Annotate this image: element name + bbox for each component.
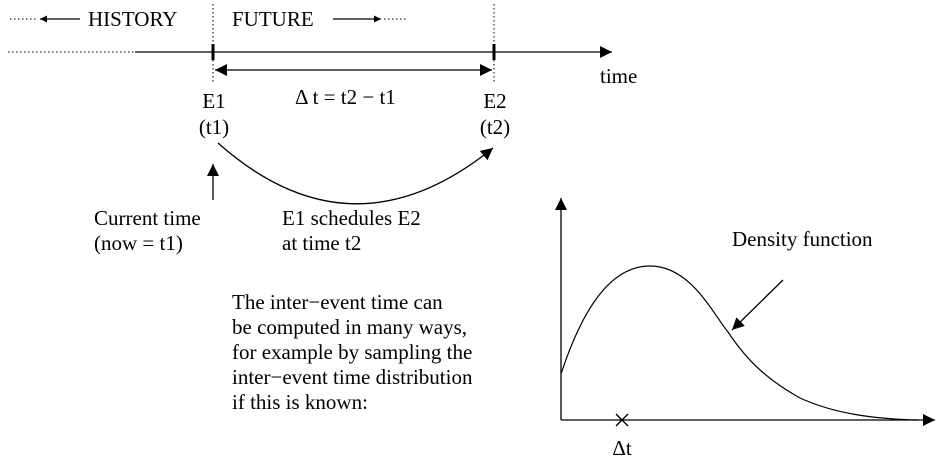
density-function-label: Density function [732,227,873,251]
delta-t-sample-marker [615,413,629,427]
description-line: if this is known: [232,390,368,414]
density-plot: Density function Δt [555,198,935,460]
e1-tick [211,44,215,60]
description-paragraph: The inter−event time can be computed in … [232,290,473,414]
time-axis-label: time [600,64,637,88]
future-label: FUTURE [232,7,314,31]
delta-t-axis-label: Δt [612,436,632,460]
e2-name: E2 [483,89,506,113]
schedule-arc-arrow [217,142,494,205]
current-time-label: Current time [94,206,201,230]
schedules-time: at time t2 [282,231,361,255]
e1-name: E1 [202,89,225,113]
timeline: time Δ t = t2 − t1 E1 (t1) E2 (t2) [8,4,637,205]
description-line: inter−event time distribution [232,365,473,389]
description-line: for example by sampling the [232,340,472,364]
history-future-header: HISTORY FUTURE [10,7,406,31]
delta-t-label: Δ t = t2 − t1 [295,85,396,109]
e1-time: (t1) [199,115,229,139]
description-line: The inter−event time can [232,290,443,314]
current-time-value: (now = t1) [94,231,183,255]
density-pointer-arrow [731,279,784,331]
history-label: HISTORY [88,7,177,31]
e2-time: (t2) [480,115,510,139]
description-line: be computed in many ways, [232,315,467,339]
schedules-label: E1 schedules E2 [282,206,421,230]
density-curve [560,265,919,421]
e2-tick [492,44,496,60]
annotations: Current time (now = t1) E1 schedules E2 … [94,206,421,255]
